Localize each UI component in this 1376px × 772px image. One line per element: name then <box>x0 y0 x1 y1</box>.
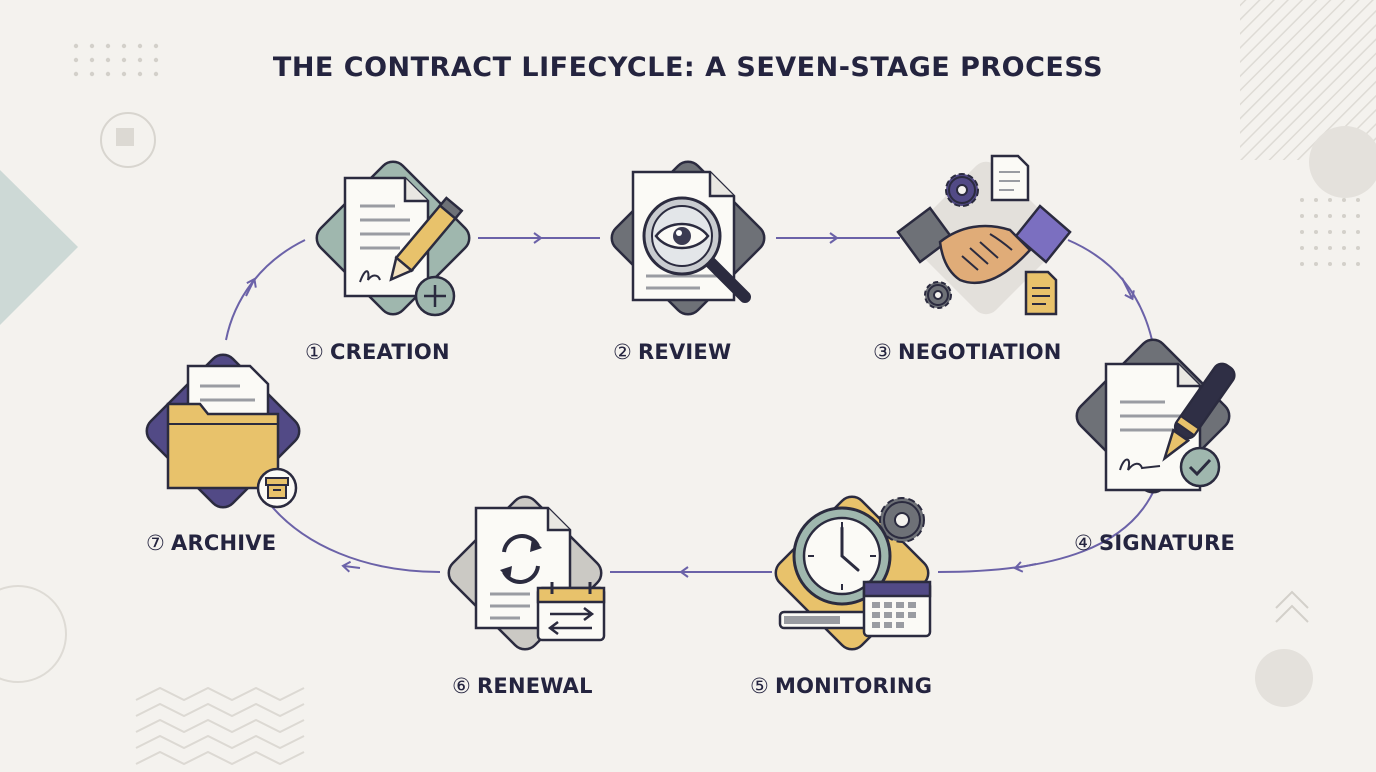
zigzag-decor <box>135 686 305 766</box>
gear-icon <box>945 173 979 207</box>
arrow-archive-creation <box>225 239 306 341</box>
stage-name: REVIEW <box>638 340 732 364</box>
page-title: THE CONTRACT LIFECYCLE: A SEVEN-STAGE PR… <box>272 52 1104 83</box>
dot-grid-decor <box>73 43 159 77</box>
stage-name: MONITORING <box>775 674 933 698</box>
arrow-negotiation-signature <box>1067 239 1153 341</box>
circle-decor-right <box>1309 126 1376 198</box>
stage-number: ① <box>305 340 325 364</box>
stage-number: ② <box>613 340 633 364</box>
handshake-icon <box>938 224 1032 285</box>
stage-monitoring-icon <box>774 495 932 651</box>
stage-number: ④ <box>1074 531 1094 555</box>
checkmark-icon <box>1179 446 1221 488</box>
stage-name: CREATION <box>330 340 450 364</box>
stage-name: ARCHIVE <box>171 531 277 555</box>
arrow-signature-monitoring <box>937 487 1156 573</box>
chevron-decor <box>1275 590 1309 623</box>
arrow-renewal-archive <box>261 493 441 573</box>
document-icon <box>1104 362 1202 492</box>
stage-number: ③ <box>873 340 893 364</box>
stage-name: NEGOTIATION <box>898 340 1062 364</box>
circle-decor <box>100 112 156 168</box>
gear-icon <box>879 497 925 543</box>
square-decor <box>116 128 134 146</box>
circle-decor-bottom-left <box>0 585 67 683</box>
stage-number: ⑤ <box>750 674 770 698</box>
document-icon-small <box>990 154 1030 202</box>
stage-renewal-icon <box>447 495 606 651</box>
flow-arrows <box>225 232 1156 578</box>
gear-icon-small <box>924 281 952 309</box>
magnifier-handle <box>704 256 751 303</box>
stage-name: RENEWAL <box>477 674 593 698</box>
document-icon-yellow <box>1024 270 1058 316</box>
teal-triangle-decor <box>0 170 78 325</box>
stage-archive-icon <box>145 353 301 509</box>
stage-number: ⑥ <box>452 674 472 698</box>
stage-negotiation-icon <box>896 154 1072 316</box>
pencil-icon <box>389 196 464 282</box>
stage-review-icon <box>610 160 766 316</box>
stage-number: ⑦ <box>146 531 166 555</box>
circle-decor-bottom-right <box>1255 649 1313 707</box>
fountain-pen-icon <box>1162 362 1236 462</box>
stage-name: SIGNATURE <box>1099 531 1236 555</box>
stage-signature-icon <box>1075 338 1236 494</box>
dot-grid-decor-right <box>1300 198 1360 266</box>
stage-creation-icon <box>315 160 471 317</box>
